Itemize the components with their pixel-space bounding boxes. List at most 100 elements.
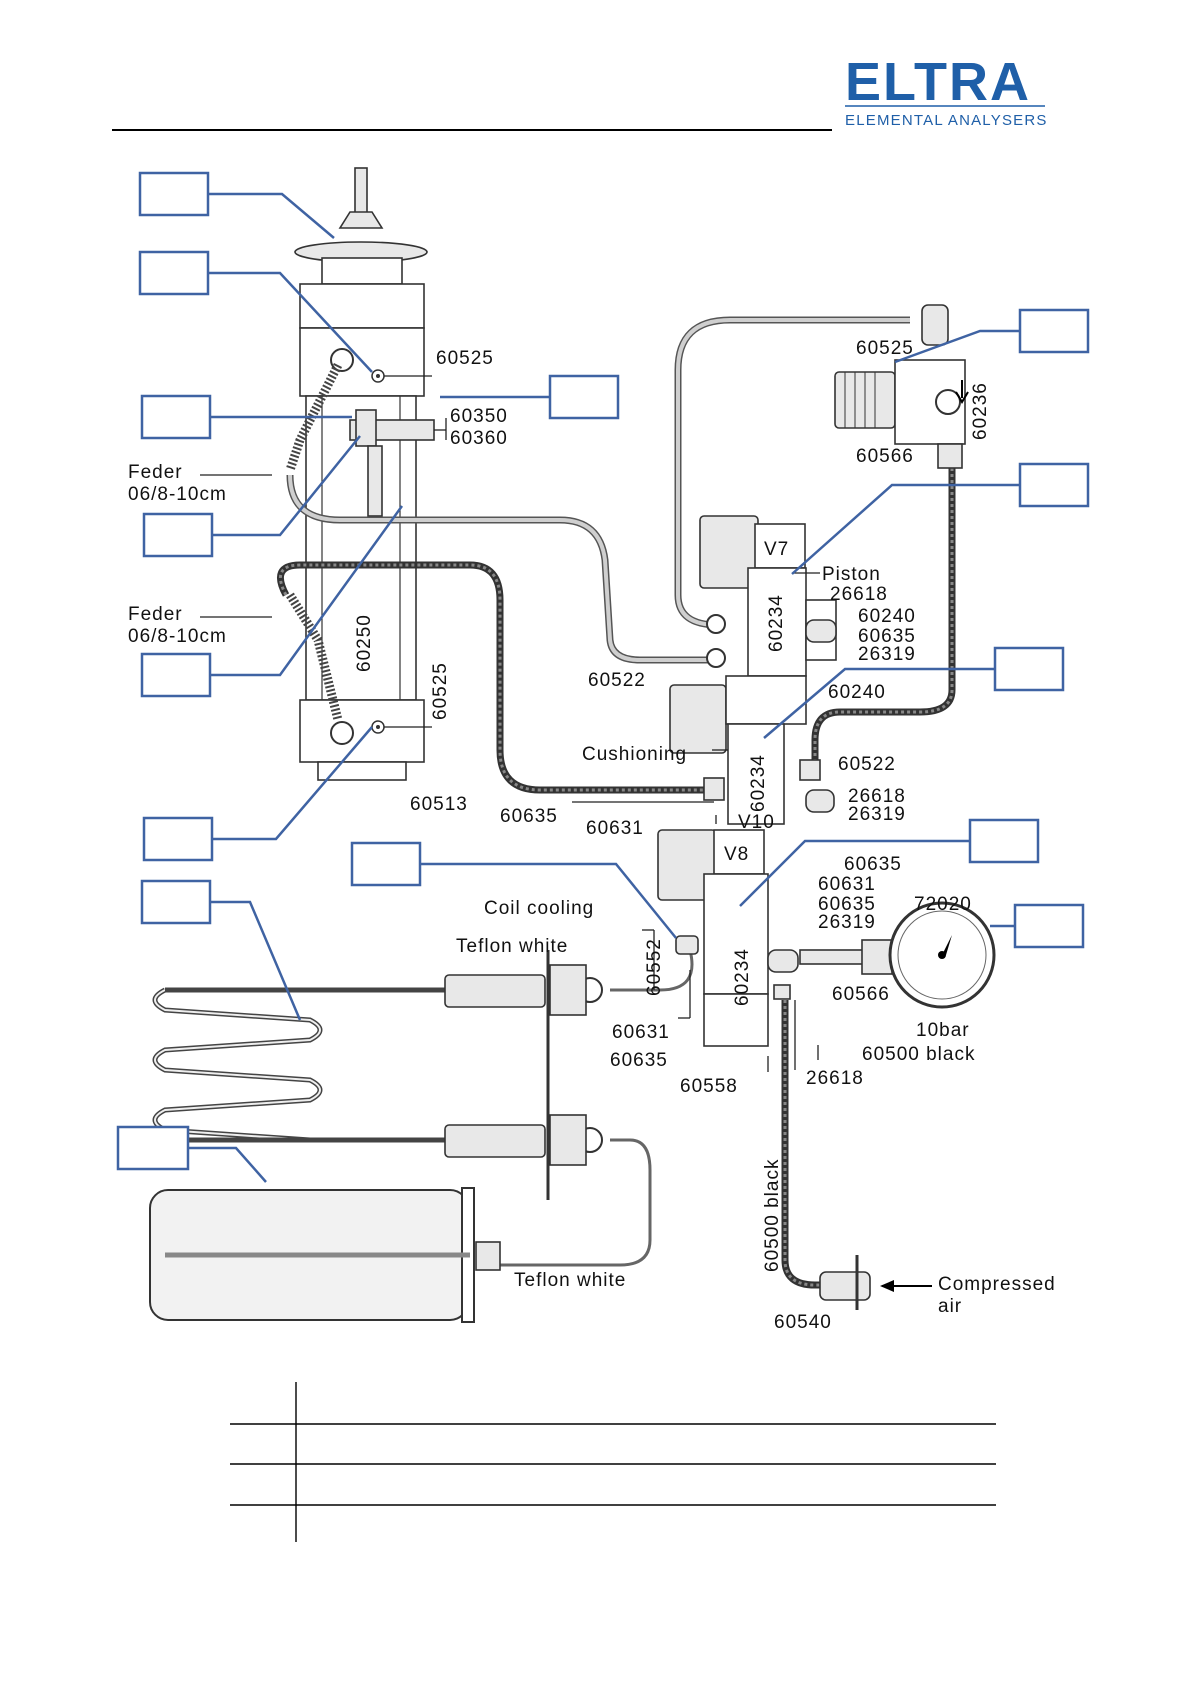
fitting — [805, 789, 835, 813]
fitting — [805, 619, 837, 643]
label-60500-black: 60500 black — [862, 1044, 975, 1065]
label-26618-a: 26618 — [830, 584, 888, 605]
coil-bracket — [549, 1114, 587, 1166]
callout-line — [212, 435, 361, 537]
label-60566-top: 60566 — [856, 446, 914, 467]
label-60513: 60513 — [410, 794, 468, 815]
label-60566-b: 60566 — [832, 984, 890, 1005]
callout-line — [894, 329, 1020, 364]
spring-hose-lower — [286, 592, 343, 722]
water-bottle — [149, 1187, 501, 1323]
label-60525-right: 60525 — [856, 338, 914, 359]
threaded-spindle — [367, 445, 383, 517]
pressure-regulator — [834, 304, 969, 469]
cylinder-assembly — [285, 167, 435, 781]
label-feder-2b: 06/8-10cm — [128, 626, 227, 647]
callout-box — [138, 171, 210, 217]
logo-subtitle: ELEMENTAL ANALYSERS — [845, 112, 1048, 129]
logo-text: ELTRA — [845, 52, 1031, 112]
bulkhead-fitting — [819, 1271, 871, 1301]
valve-v10-body — [727, 723, 785, 825]
callout-line — [208, 192, 335, 239]
gauge-nut — [861, 939, 893, 975]
coil-bracket — [549, 964, 587, 1016]
fitting — [799, 759, 821, 781]
label-teflon-white-1: Teflon white — [456, 936, 568, 957]
valve-v10-coil — [669, 684, 727, 754]
callout-line — [791, 483, 1020, 575]
callout-box — [1013, 903, 1085, 949]
valve-v10-top — [725, 675, 807, 725]
cylinder-base — [317, 761, 407, 781]
label-60558: 60558 — [680, 1076, 738, 1097]
elbow-fitting — [330, 721, 354, 745]
coil-loops-inner — [154, 989, 321, 1141]
callout-box — [142, 512, 214, 558]
hose-teflon-coil — [610, 949, 694, 992]
air-arrow-head — [880, 1280, 894, 1292]
fitting — [703, 777, 725, 801]
cylinder-top-neck — [321, 257, 403, 285]
callout-box — [140, 652, 212, 698]
callouts — [116, 171, 1090, 1183]
eltra-logo: ELTRA ELEMENTAL ANALYSERS — [845, 52, 1048, 129]
hose-60500-black-inner — [783, 1000, 840, 1287]
callout-box — [1018, 462, 1090, 508]
callout-line — [208, 271, 373, 373]
label-26319-c: 26319 — [818, 912, 876, 933]
label-cushioning: Cushioning — [582, 744, 687, 765]
label-60240-a: 60240 — [858, 606, 916, 627]
cylinder-bottom-block — [299, 699, 425, 763]
label-60635-e: 60635 — [610, 1050, 668, 1071]
label-60236: 60236 — [970, 382, 991, 440]
label-60631-c: 60631 — [612, 1022, 670, 1043]
label-60635-a: 60635 — [858, 626, 916, 647]
gauge-inner-ring — [897, 910, 987, 1000]
cooling-coil — [152, 950, 603, 1200]
hose-v7-top-inner — [676, 318, 910, 627]
label-60234-v7: 60234 — [766, 594, 787, 652]
label-60631-b: 60631 — [818, 874, 876, 895]
legend-table — [230, 1382, 996, 1542]
label-60240-b: 60240 — [828, 682, 886, 703]
callout-line — [210, 900, 302, 1021]
label-60522-a: 60522 — [588, 670, 646, 691]
callout-box — [1018, 308, 1090, 354]
label-60360: 60360 — [450, 428, 508, 449]
callout-box — [142, 816, 214, 862]
callout-line — [212, 726, 373, 841]
gauge-needle — [942, 935, 952, 955]
valve-v8-base — [703, 993, 769, 1047]
label-60350: 60350 — [450, 406, 508, 427]
hose-cylinder-lower-inner — [278, 563, 716, 792]
label-26319-a: 26319 — [858, 644, 916, 665]
label-60635-c: 60635 — [844, 854, 902, 875]
valve-stack — [657, 515, 837, 1047]
flow-arrow-icon — [955, 380, 969, 404]
hoses — [276, 316, 956, 1289]
label-v10: V10 — [738, 812, 775, 833]
valve-v7-label-box — [754, 523, 806, 569]
label-60525-low: 60525 — [430, 662, 451, 720]
callout-box — [140, 394, 212, 440]
handle-knob — [338, 211, 384, 229]
fitting — [767, 949, 799, 973]
regulator-fitting-top — [921, 304, 949, 346]
label-coil-cooling: Coil cooling — [484, 898, 594, 919]
fitting — [706, 614, 726, 634]
label-teflon-white-2: Teflon white — [514, 1270, 626, 1291]
label-26319-b: 26319 — [848, 804, 906, 825]
callout-line — [763, 667, 995, 739]
label-60635-b: 60635 — [500, 806, 558, 827]
valve-v8-body — [703, 873, 769, 995]
label-v8: V8 — [724, 844, 749, 865]
part-labels: 60525 60350 60360 Feder 06/8-10cm Feder … — [128, 338, 1055, 1333]
label-60631-a: 60631 — [586, 818, 644, 839]
label-60552: 60552 — [644, 938, 665, 996]
label-60500-black-vertical: 60500 black — [762, 1159, 783, 1272]
spring-hose-upper — [285, 362, 343, 472]
hose-60500-black — [781, 1000, 840, 1289]
stop-clamp-bar — [355, 409, 377, 447]
regulator-port — [935, 389, 961, 415]
